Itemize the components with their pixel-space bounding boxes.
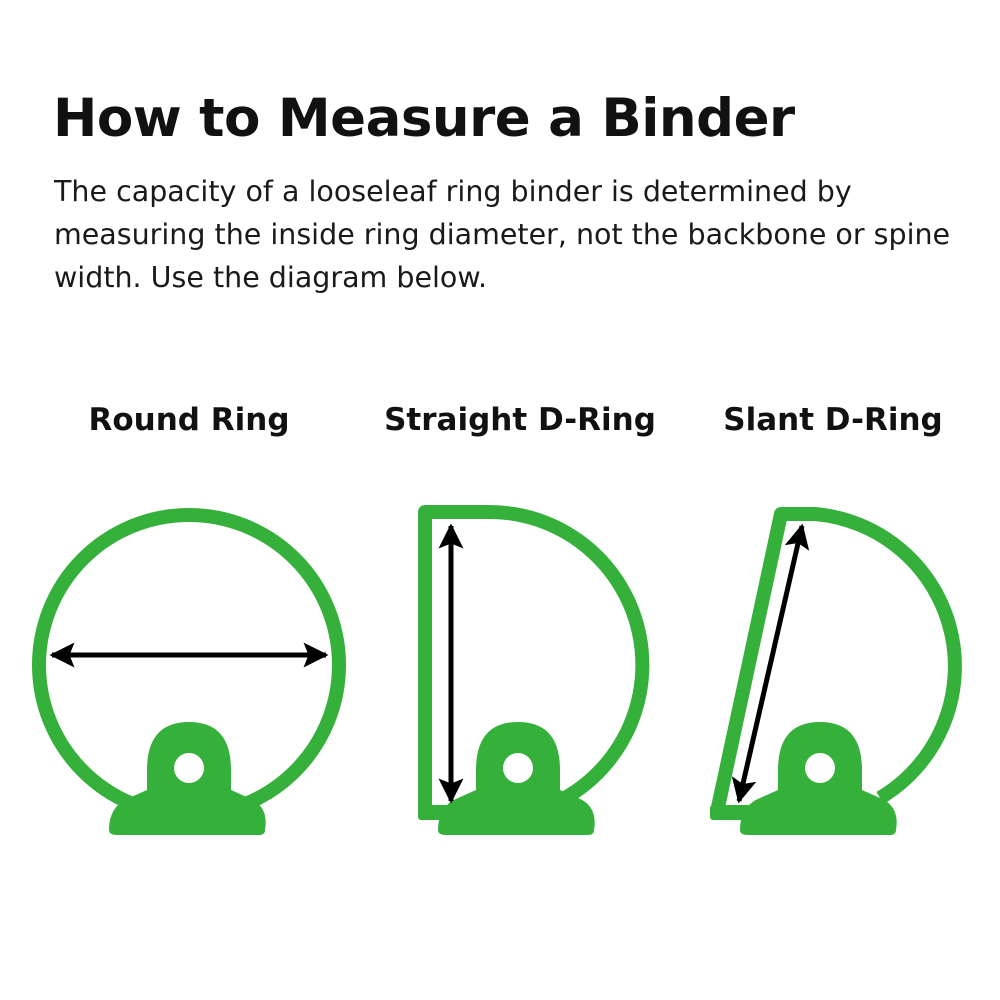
round-ring-label: Round Ring	[88, 402, 290, 438]
mount-hole	[503, 753, 533, 783]
slant-d-ring-outline	[710, 507, 962, 814]
straight-d-ring	[418, 505, 650, 835]
description: The capacity of a looseleaf ring binder …	[54, 175, 951, 294]
slant-d-ring	[710, 507, 962, 835]
straight-d-ring-outline	[418, 505, 650, 812]
slant-height-arrow	[731, 523, 810, 804]
mount-hole	[805, 753, 835, 783]
mount-hole	[174, 753, 204, 783]
page-title: How to Measure a Binder	[53, 88, 795, 149]
round-ring	[32, 508, 346, 835]
straight-d-ring-label: Straight D-Ring	[384, 402, 656, 438]
slant-d-ring-label: Slant D-Ring	[723, 402, 943, 438]
